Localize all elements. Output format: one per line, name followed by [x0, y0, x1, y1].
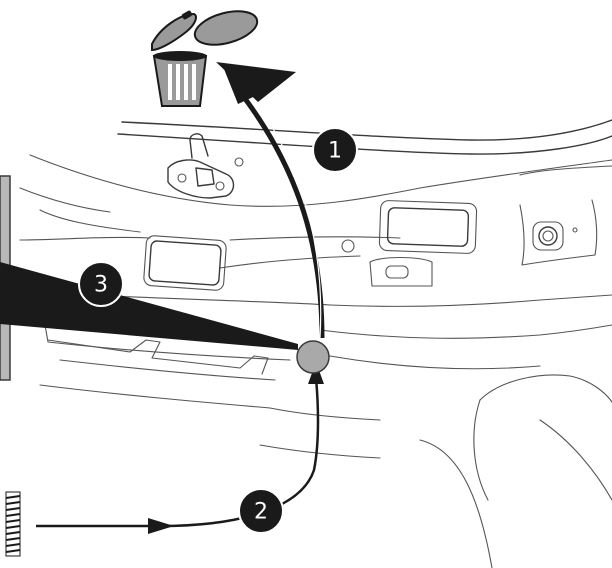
panel-openings	[143, 200, 577, 290]
callout-2-label: 2	[254, 500, 268, 525]
discarded-cap-icon	[191, 5, 261, 51]
trash-can-icon	[152, 10, 207, 106]
arrow-1	[216, 62, 322, 338]
trunk-latch	[168, 134, 243, 198]
callout-3: 3	[79, 262, 123, 306]
callout-3-label: 3	[94, 273, 108, 298]
plug-icon	[297, 341, 329, 373]
tool-bit-icon	[6, 492, 20, 556]
callout-2: 2	[239, 489, 283, 533]
callout-1-label: 1	[328, 139, 342, 164]
callout-1: 1	[313, 128, 357, 172]
